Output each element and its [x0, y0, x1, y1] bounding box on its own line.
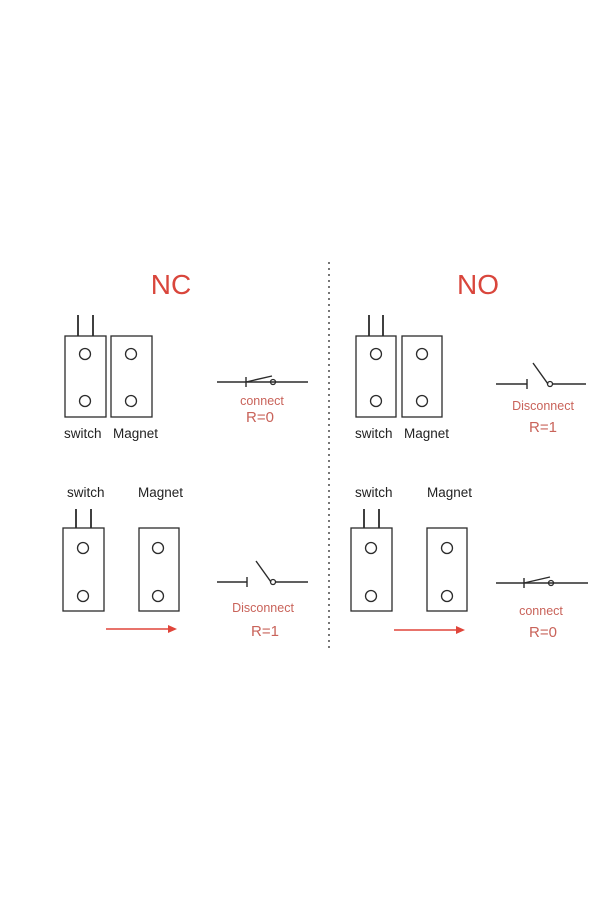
contact-blade [532, 362, 549, 385]
movement-arrow [394, 626, 465, 634]
switch-label: switch [64, 426, 102, 441]
magnet-body [110, 335, 153, 418]
magnet-label: Magnet [138, 485, 183, 500]
closed-contact-symbol [217, 375, 308, 387]
mounting-hole [151, 541, 165, 555]
arrow-head [168, 625, 177, 633]
mounting-hole [440, 589, 454, 603]
nc-closed-row: switch Magnet connect R=0 [64, 315, 308, 441]
magnet-housing [401, 335, 443, 418]
mounting-hole [364, 541, 378, 555]
nc-heading: NC [151, 269, 191, 300]
contact-blade [245, 375, 273, 383]
magnet-label: Magnet [404, 426, 449, 441]
magnet-housing [110, 335, 153, 418]
open-contact-symbol [496, 362, 586, 389]
magnet-label: Magnet [113, 426, 158, 441]
switch-label: switch [355, 485, 393, 500]
mounting-hole [124, 347, 138, 361]
resistance-label: R=1 [529, 419, 557, 436]
switch-housing [64, 335, 107, 418]
magnet-body [401, 335, 443, 418]
mounting-hole [369, 347, 383, 361]
magnet-housing [138, 527, 180, 612]
mounting-hole [78, 394, 92, 408]
mounting-hole [78, 347, 92, 361]
mounting-hole [124, 394, 138, 408]
state-label: Disconnect [512, 399, 574, 413]
switch-housing [355, 335, 397, 418]
no-closed-row: switch Magnet Disconnect R=1 [355, 315, 586, 441]
mounting-hole [151, 589, 165, 603]
switch-label: switch [67, 485, 105, 500]
magnet-body [426, 527, 468, 612]
switch-body [62, 509, 105, 612]
state-label: Disconnect [232, 601, 294, 615]
contact-pivot [546, 380, 554, 388]
mounting-hole [440, 541, 454, 555]
contact-blade [255, 560, 272, 583]
open-contact-symbol [217, 560, 308, 587]
state-label: connect [519, 604, 563, 618]
resistance-label: R=0 [246, 409, 274, 426]
switch-housing [350, 527, 393, 612]
mounting-hole [364, 589, 378, 603]
contact-pivot [547, 579, 555, 587]
mounting-hole [369, 394, 383, 408]
no-opened-row: switch Magnet [350, 485, 588, 641]
switch-body [350, 509, 393, 612]
switch-body [64, 315, 107, 418]
no-heading: NO [457, 269, 499, 300]
contact-pivot [269, 578, 277, 586]
magnet-body [138, 527, 180, 612]
switch-label: switch [355, 426, 393, 441]
mounting-hole [76, 541, 90, 555]
mounting-hole [415, 347, 429, 361]
resistance-label: R=0 [529, 624, 557, 641]
switch-body [355, 315, 397, 418]
arrow-head [456, 626, 465, 634]
closed-contact-symbol [496, 576, 588, 588]
mounting-hole [76, 589, 90, 603]
mounting-hole [415, 394, 429, 408]
state-label: connect [240, 394, 284, 408]
resistance-label: R=1 [251, 623, 279, 640]
nc-panel: NC switch Magnet con [62, 269, 308, 640]
contact-blade [523, 576, 551, 584]
magnet-housing [426, 527, 468, 612]
switch-housing [62, 527, 105, 612]
contact-pivot [269, 378, 277, 386]
no-panel: NO switch Magnet [350, 269, 588, 641]
magnet-label: Magnet [427, 485, 472, 500]
nc-opened-row: switch Magnet [62, 485, 308, 640]
movement-arrow [106, 625, 177, 633]
